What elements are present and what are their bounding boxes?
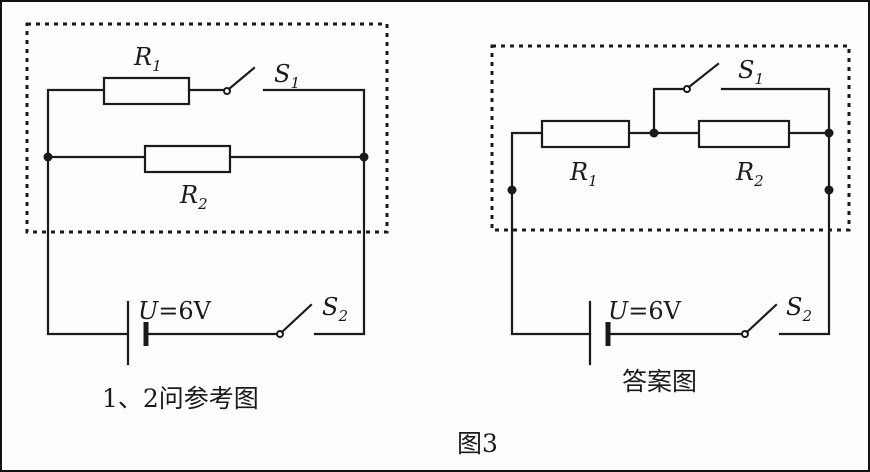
left-wire-top-left xyxy=(46,88,106,159)
right-voltage-label: U=6V xyxy=(608,297,682,325)
right-caption: 答案图 xyxy=(622,367,697,396)
left-wire-top-right xyxy=(262,88,366,159)
right-switch-s1 xyxy=(687,62,720,89)
left-r1-label: R1 xyxy=(133,43,162,75)
right-switch-s2 xyxy=(745,303,778,334)
left-s2-label: S2 xyxy=(322,293,348,325)
left-r2-label: R2 xyxy=(179,181,208,213)
right-wire-right xyxy=(787,131,831,192)
right-r1-label: R1 xyxy=(569,158,598,190)
right-circuit: S1 R1 R2 U=6V S2 答案图 xyxy=(490,44,851,396)
right-s1-label: S1 xyxy=(738,56,764,88)
right-wire-s1-left xyxy=(652,87,686,135)
left-s1-label: S1 xyxy=(274,60,300,92)
left-circuit: R1 S1 R2 U=6V S2 1、2问参考图 xyxy=(25,22,389,413)
left-wire-bottom-left xyxy=(46,155,130,336)
left-wire-bottom-right xyxy=(313,155,366,336)
right-s2-label: S2 xyxy=(786,293,812,325)
left-switch-s1 xyxy=(227,66,256,91)
left-dashed-box xyxy=(25,22,389,234)
left-resistor-r2 xyxy=(143,144,232,174)
right-resistor-r2 xyxy=(697,119,791,149)
left-caption: 1、2问参考图 xyxy=(102,384,259,413)
left-resistor-r1 xyxy=(102,76,191,106)
left-voltage-label: U=6V xyxy=(138,297,212,325)
right-resistor-r1 xyxy=(540,119,631,149)
right-dashed-box xyxy=(490,44,851,232)
right-wire-left xyxy=(510,131,544,192)
right-r2-label: R2 xyxy=(735,158,764,190)
right-wire-s1-right xyxy=(720,87,831,135)
figure-title: 图3 xyxy=(457,429,498,458)
right-wire-bottom-right xyxy=(778,188,831,336)
right-wire-bottom-left xyxy=(510,188,592,336)
left-switch-s2 xyxy=(280,303,313,334)
